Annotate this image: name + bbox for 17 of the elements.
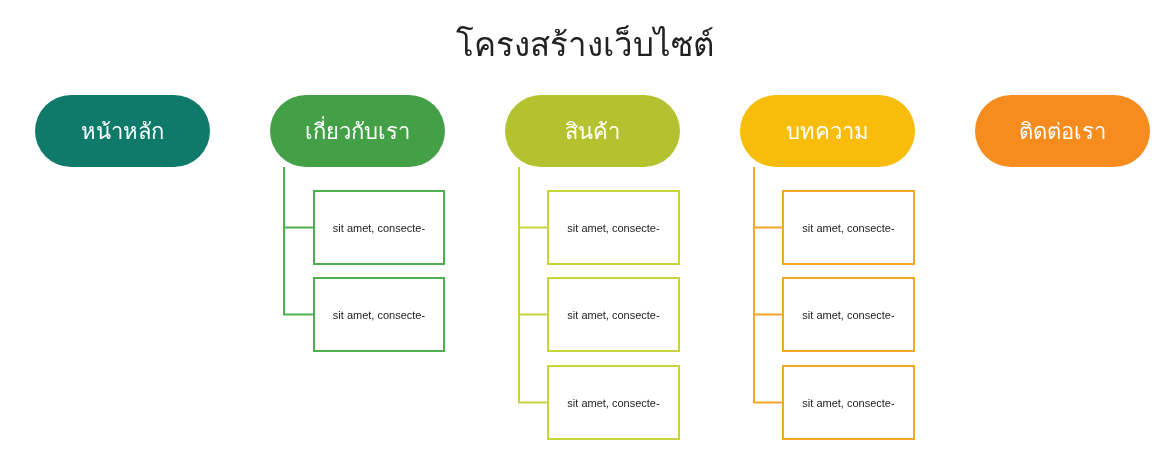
- title: โครงสร้างเว็บไซต์: [456, 24, 714, 66]
- page-box: sit amet, consecte-: [782, 190, 915, 265]
- menu-pill: บทความ: [740, 95, 915, 167]
- connector-line: [518, 166, 548, 404]
- connector-line: [283, 166, 314, 316]
- menu-pill: เกี่ยวกับเรา: [270, 95, 445, 167]
- page-box: sit amet, consecte-: [782, 277, 915, 352]
- menu-pill: ติดต่อเรา: [975, 95, 1150, 167]
- page-box: sit amet, consecte-: [547, 190, 680, 265]
- page-box: sit amet, consecte-: [547, 277, 680, 352]
- page-box: sit amet, consecte-: [782, 365, 915, 440]
- page-box: sit amet, consecte-: [313, 277, 445, 352]
- connector-line: [753, 166, 783, 404]
- menu-pill: หน้าหลัก: [35, 95, 210, 167]
- page-box: sit amet, consecte-: [547, 365, 680, 440]
- page-box: sit amet, consecte-: [313, 190, 445, 265]
- menu-pill: สินค้า: [505, 95, 680, 167]
